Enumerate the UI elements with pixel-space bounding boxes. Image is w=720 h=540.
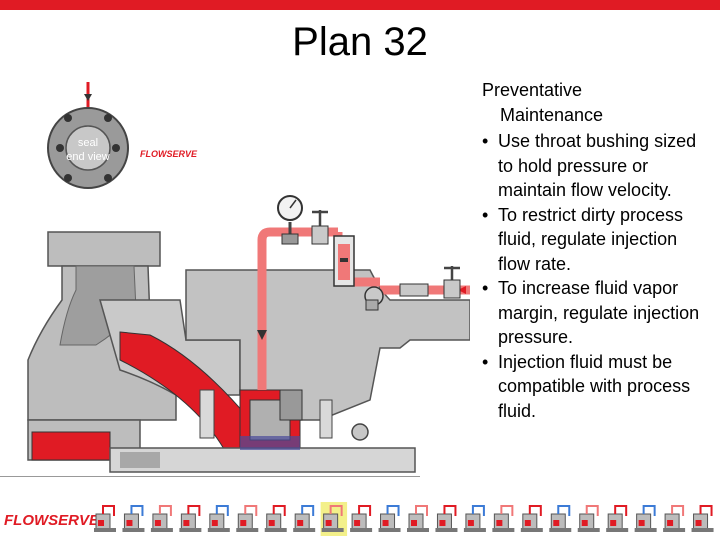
bullet-marker: • (482, 203, 488, 228)
pump-casing (28, 232, 470, 472)
plan-thumbnail[interactable] (151, 506, 173, 532)
bullet-text: Injection fluid must be compatible with … (498, 352, 690, 421)
bullet-text: To increase fluid vapor margin, regulate… (498, 278, 699, 347)
plan-thumbnail[interactable] (635, 506, 657, 532)
bullet-marker: • (482, 350, 488, 375)
bullet-marker: • (482, 276, 488, 301)
plan-thumbnail[interactable] (606, 506, 628, 532)
plan-thumbnail-strip (92, 500, 718, 538)
bullet-list: • Use throat bushing sized to hold pressu… (478, 129, 714, 423)
bullet-item: • Use throat bushing sized to hold pressu… (478, 129, 714, 203)
top-accent-bar (0, 0, 720, 10)
bullet-item: • To restrict dirty process fluid, regula… (478, 203, 714, 277)
plan-thumbnail[interactable] (122, 506, 144, 532)
section-heading-line-2: Maintenance (482, 103, 714, 128)
bullet-marker: • (482, 129, 488, 154)
section-heading-line-1: Preventative (482, 78, 714, 103)
flow-meter (334, 236, 354, 286)
plan-thumbnail[interactable] (208, 506, 230, 532)
bullet-text: Use throat bushing sized to hold pressur… (498, 131, 696, 200)
bullet-item: • Injection fluid must be compatible with… (478, 350, 714, 424)
plan-thumbnail[interactable] (435, 506, 457, 532)
plan-thumbnail[interactable] (236, 506, 258, 532)
plan-thumbnail[interactable] (379, 506, 401, 532)
seal-view-label-1: seal (78, 137, 98, 149)
seal-view-label-2: end view (66, 151, 109, 163)
plan-thumbnail[interactable] (464, 506, 486, 532)
bullet-text: To restrict dirty process fluid, regulat… (498, 205, 683, 274)
pressure-gauge (278, 196, 302, 244)
diagram-baseline (0, 476, 420, 477)
slide-title: Plan 32 (0, 18, 720, 66)
plan32-diagram: seal end view FLOWSERVE (0, 70, 470, 475)
plan-thumbnail[interactable] (663, 506, 685, 532)
plan-thumbnail[interactable] (265, 506, 287, 532)
maintenance-notes: Preventative Maintenance • Use throat bus… (478, 78, 714, 423)
bullet-item: • To increase fluid vapor margin, regulat… (478, 276, 714, 350)
plan-thumbnail[interactable] (293, 506, 315, 532)
plan-thumbnail[interactable] (521, 506, 543, 532)
diagram-brand-mark: FLOWSERVE (140, 149, 198, 159)
plan-thumbnail[interactable] (94, 506, 116, 532)
plan-thumbnail[interactable] (492, 506, 514, 532)
plan-thumbnail[interactable] (692, 506, 714, 532)
seal-end-view: seal end view (48, 82, 128, 188)
plan-thumbnail[interactable] (549, 506, 571, 532)
plan-thumbnail[interactable] (350, 506, 372, 532)
plan-thumbnail[interactable] (578, 506, 600, 532)
plan-thumbnail[interactable] (407, 506, 429, 532)
plan-thumbnail[interactable] (179, 506, 201, 532)
plan-thumbnail[interactable] (321, 502, 347, 536)
flush-valve-upper (312, 210, 328, 244)
flowserve-logo: FLOWSERVE (4, 512, 99, 529)
section-heading: Preventative Maintenance (482, 78, 714, 127)
